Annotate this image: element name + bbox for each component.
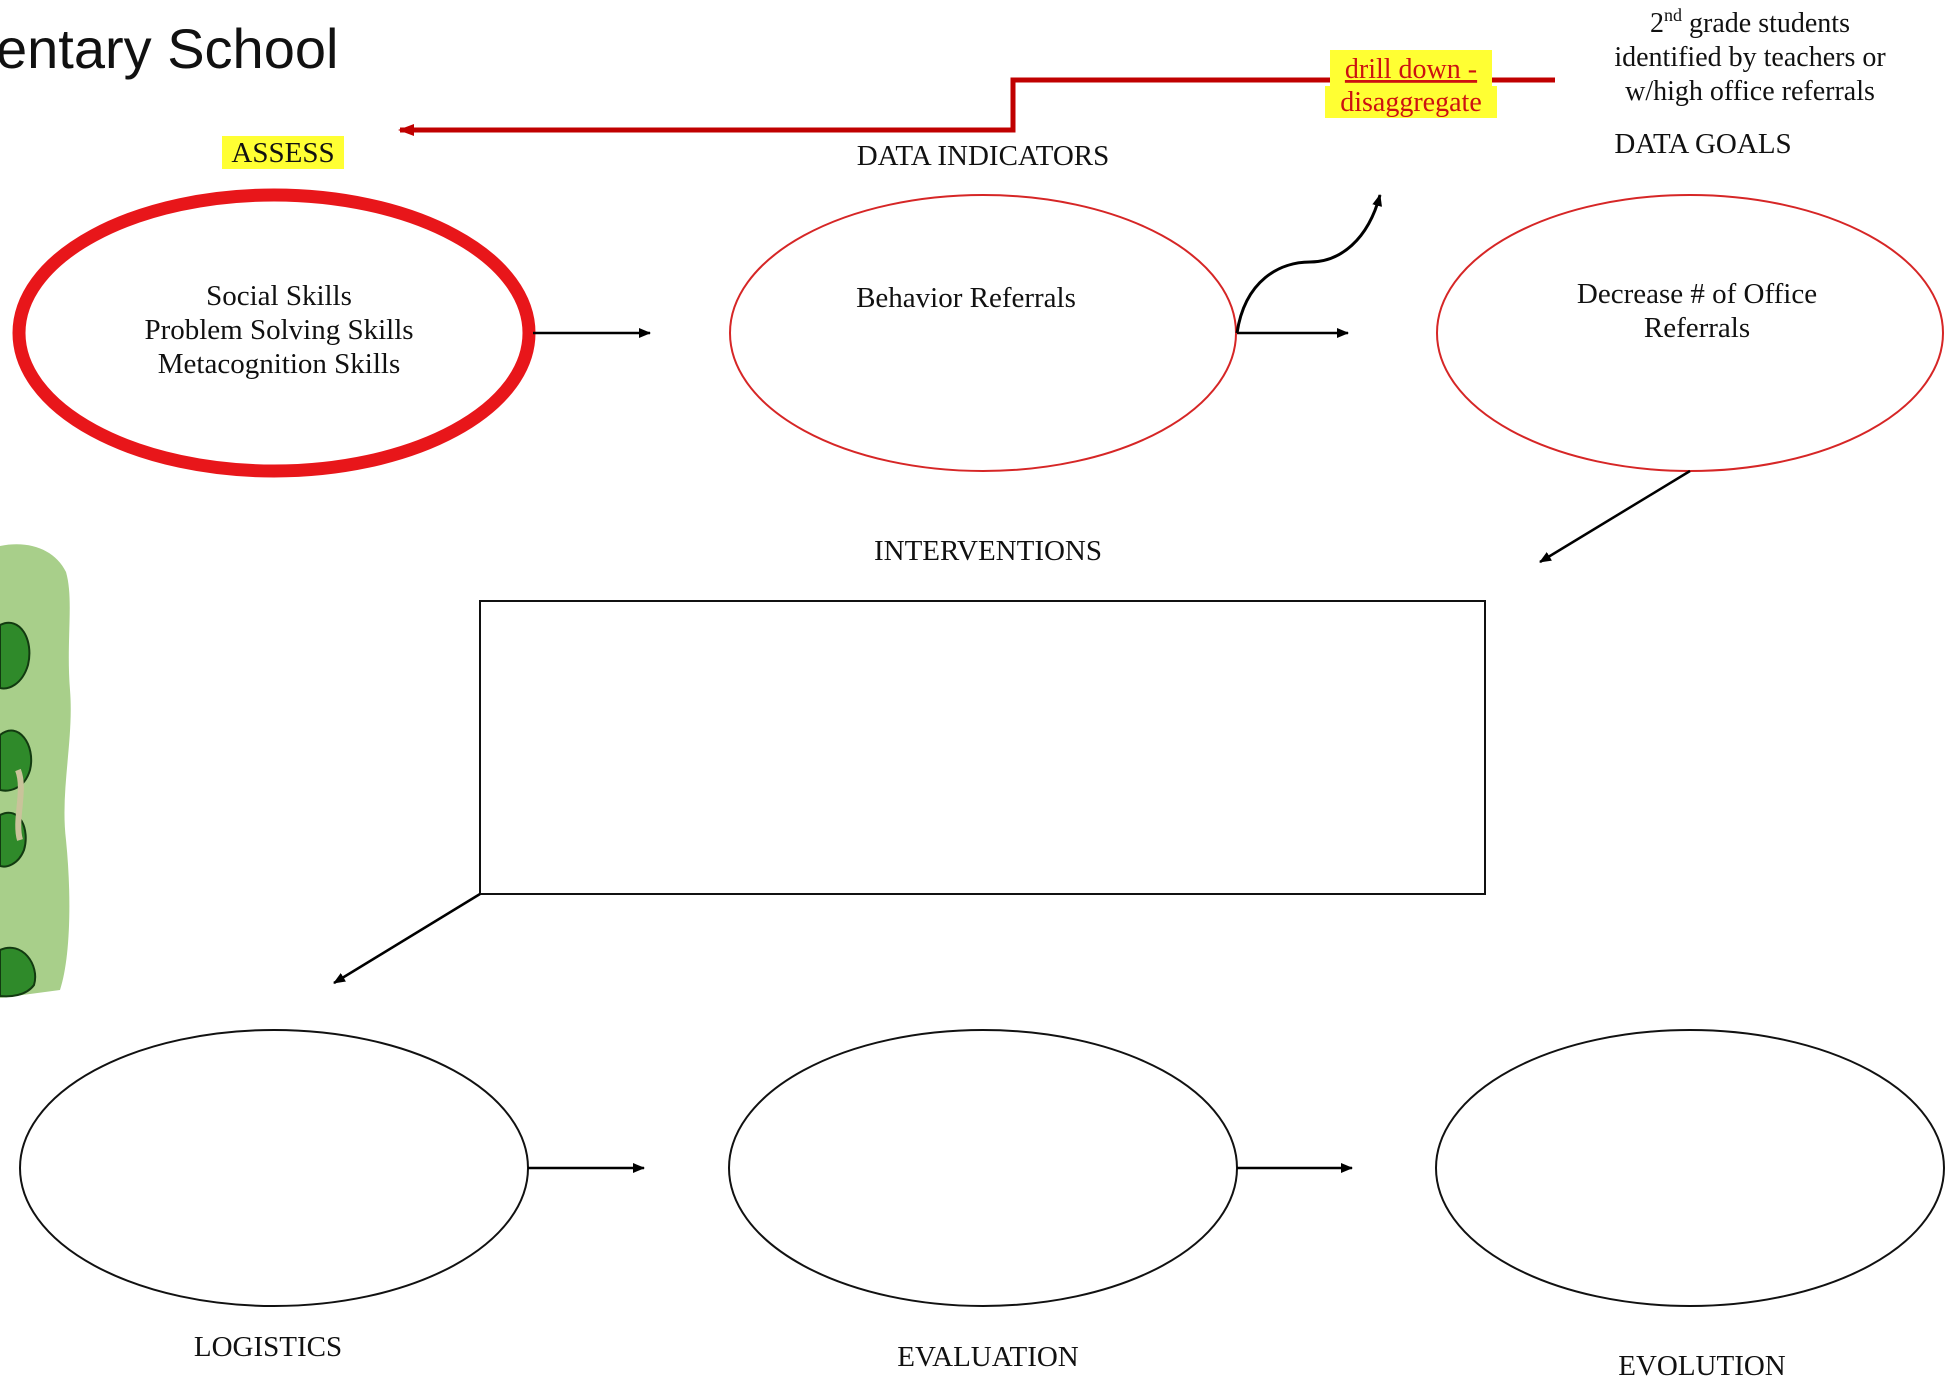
evaluation-ellipse bbox=[728, 1029, 1238, 1307]
note-line-2: identified by teachers or bbox=[1614, 42, 1886, 73]
note-grade-suffix: nd bbox=[1664, 5, 1682, 25]
assess-ellipse bbox=[12, 188, 536, 478]
note-grade-number: 2 bbox=[1650, 8, 1664, 39]
arrow-goals-to-interventions bbox=[1539, 469, 1691, 564]
drill-down-line-1: drill down - bbox=[1345, 54, 1477, 85]
label-assess: ASSESS bbox=[231, 137, 334, 169]
page-title: entary School bbox=[0, 17, 338, 80]
goals-content: Decrease # of Office Referrals bbox=[1577, 278, 1817, 344]
evolution-ellipse bbox=[1435, 1029, 1945, 1307]
assess-line-1: Social Skills bbox=[206, 280, 352, 312]
plant-clipart-icon bbox=[0, 544, 71, 998]
drill-down-label: drill down - disaggregate bbox=[1325, 50, 1497, 118]
note-line-1: grade students bbox=[1682, 8, 1850, 39]
goals-line-1: Decrease # of Office bbox=[1577, 278, 1817, 310]
goals-line-2: Referrals bbox=[1644, 312, 1750, 344]
arrow-interventions-to-logistics bbox=[333, 892, 481, 985]
note-text: 2nd grade students identified by teacher… bbox=[1614, 5, 1886, 107]
label-logistics: LOGISTICS bbox=[194, 1331, 342, 1363]
assess-content: Social Skills Problem Solving Skills Met… bbox=[144, 280, 413, 380]
assess-highlight bbox=[222, 136, 344, 169]
drill-down-line-2: disaggregate bbox=[1340, 87, 1482, 118]
logistics-ellipse bbox=[19, 1029, 529, 1307]
label-data-indicators: DATA INDICATORS bbox=[857, 140, 1110, 172]
interventions-box bbox=[479, 600, 1486, 895]
arrow-drill-down-curve bbox=[1235, 194, 1382, 334]
label-data-goals: DATA GOALS bbox=[1614, 128, 1791, 160]
label-evolution: EVOLUTION bbox=[1618, 1350, 1786, 1378]
drill-down-red-arrow bbox=[398, 77, 1555, 136]
assess-line-2: Problem Solving Skills bbox=[144, 314, 413, 346]
svg-text:2nd grade students: 2nd grade students bbox=[1650, 5, 1850, 39]
label-evaluation: EVALUATION bbox=[897, 1341, 1079, 1373]
indicators-ellipse bbox=[729, 194, 1237, 472]
label-interventions: INTERVENTIONS bbox=[874, 535, 1102, 567]
note-line-3: w/high office referrals bbox=[1625, 76, 1875, 107]
assess-line-3: Metacognition Skills bbox=[158, 348, 400, 380]
indicators-text: Behavior Referrals bbox=[856, 282, 1076, 314]
